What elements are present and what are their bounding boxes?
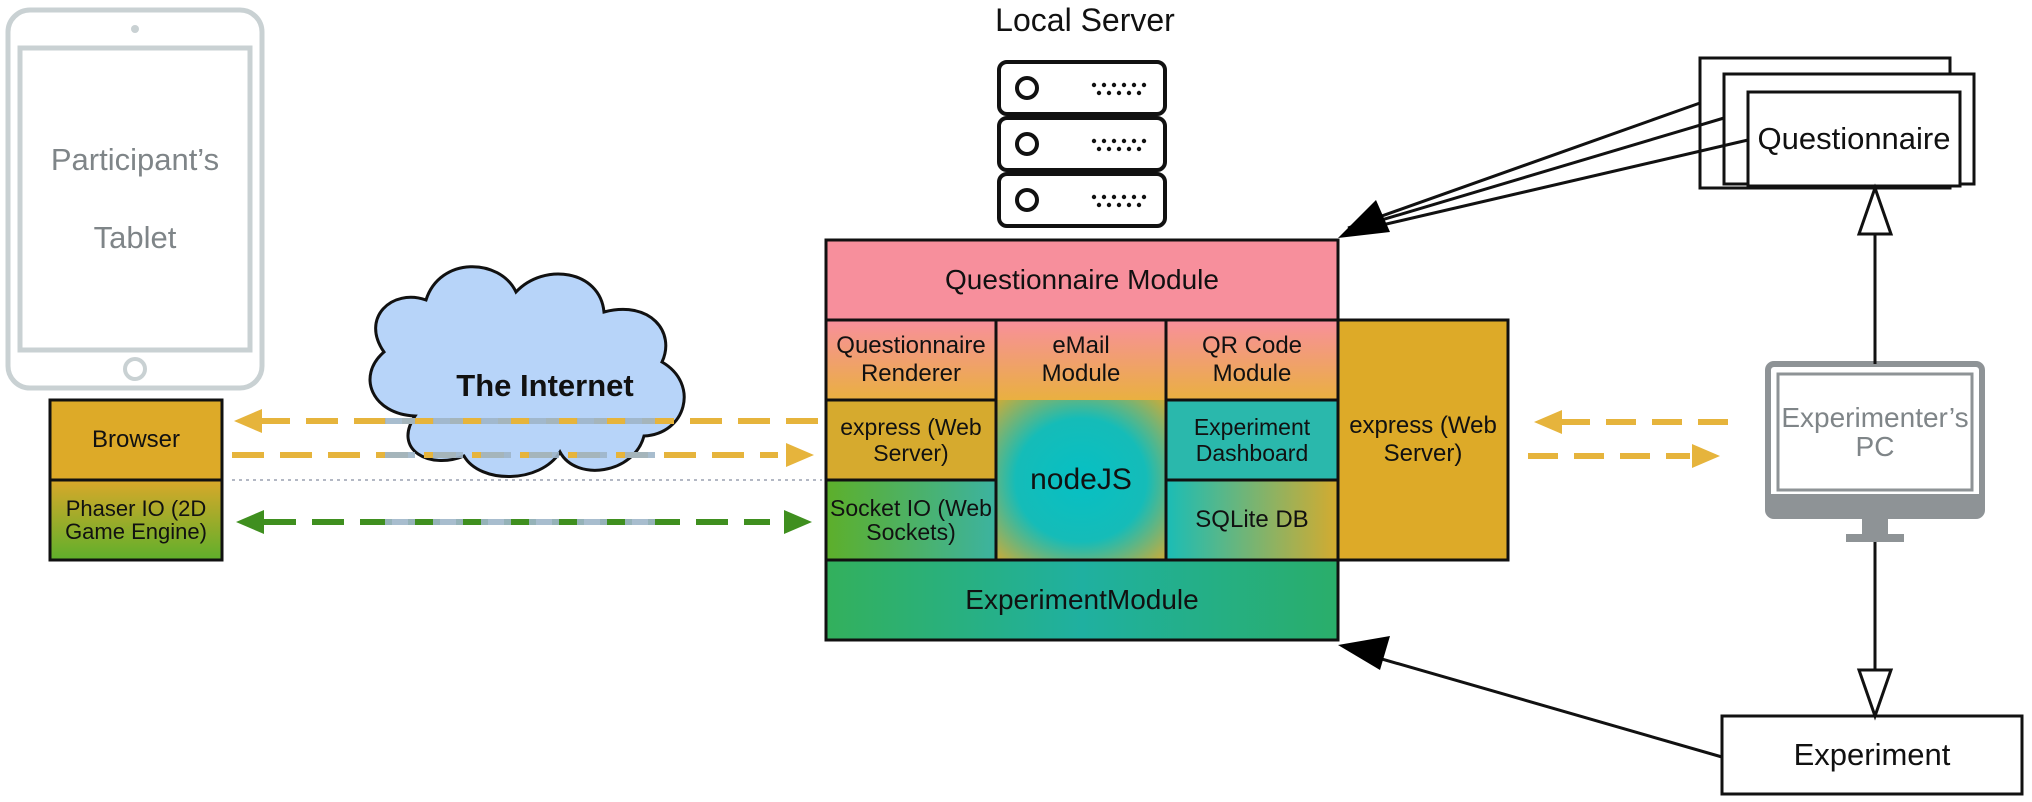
- qr-module-label: QR Code Module: [1201, 332, 1303, 387]
- experiment-arrowhead: [1338, 636, 1390, 670]
- nodejs-label: nodeJS: [1030, 462, 1132, 496]
- pc-experiment-arrowhead: [1856, 668, 1894, 721]
- server-dots: [1091, 82, 1147, 208]
- sqlite-label: SQLite DB: [1195, 506, 1309, 534]
- browser-label: Browser: [91, 426, 181, 454]
- browser-server-arrowheads: [234, 409, 814, 534]
- tablet-label-line1: Participant’s: [50, 142, 220, 178]
- server-rack-icon: [997, 60, 1167, 228]
- local-server-title: Local Server: [995, 1, 1175, 38]
- phaser-label: Phaser IO (2D Game Engine): [65, 495, 207, 544]
- experiment-box: [1720, 714, 2024, 796]
- questionnaire-arrowhead: [1338, 200, 1390, 238]
- pc-label: Experimenter’s PC: [1781, 401, 1969, 462]
- experiment-dashboard-label: Experiment Dashboard: [1193, 413, 1311, 466]
- experiment-module-label: ExperimentModule: [965, 583, 1199, 615]
- questionnaire-renderer-label: Questionnaire Renderer: [836, 332, 986, 387]
- server-pc-links: [1528, 419, 1728, 459]
- express-right-label: express (Web Server): [1349, 412, 1497, 467]
- questionnaire-module-label: Questionnaire Module: [945, 263, 1219, 295]
- internet-label: The Internet: [456, 368, 634, 404]
- questionnaire-links: [1347, 101, 1749, 234]
- pc-questionnaire-arrowhead: [1856, 183, 1894, 236]
- questionnaire-label: Questionnaire: [1757, 121, 1951, 157]
- browser-server-links: [232, 418, 818, 525]
- server-module-grid: [826, 240, 1508, 640]
- experiment-label: Experiment: [1793, 737, 1951, 773]
- pc-monitor-icon: [1765, 361, 1985, 542]
- tablet-label-line2: Tablet: [93, 220, 177, 256]
- express-left-label: express (Web Server): [840, 413, 982, 466]
- phaser-box: [48, 478, 224, 562]
- tablet-device: [5, 7, 265, 391]
- email-module-label: eMail Module: [1041, 332, 1121, 387]
- socket-io-label: Socket IO (Web Sockets): [830, 494, 992, 545]
- internet-cloud: [368, 265, 686, 478]
- questionnaire-stack: [1698, 56, 1976, 190]
- server-module-borders: [824, 238, 1510, 642]
